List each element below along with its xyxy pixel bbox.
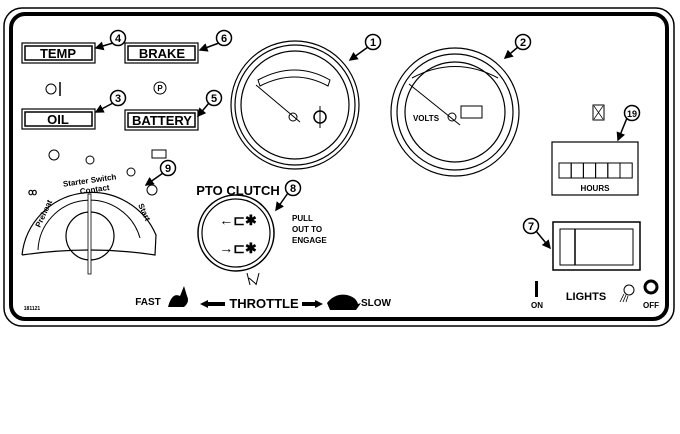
hour-digit-window bbox=[619, 162, 633, 179]
hour-digit-window bbox=[558, 162, 572, 179]
callout-7: 7 bbox=[522, 217, 551, 250]
voltmeter-gauge: VOLTS bbox=[390, 47, 520, 177]
off-label: OFF bbox=[643, 301, 659, 310]
on-label: ON bbox=[531, 301, 543, 310]
battery-label: BATTERY bbox=[132, 113, 192, 128]
figure-id: 181121 bbox=[24, 306, 41, 312]
oil-label: OIL bbox=[47, 112, 69, 127]
run-icon bbox=[126, 167, 136, 177]
pto-engage-icon: →⊏✱ bbox=[219, 240, 257, 256]
brake-indicator: BRAKE bbox=[124, 42, 199, 64]
lights-rocker-switch[interactable] bbox=[552, 221, 641, 271]
callout-number: 1 bbox=[370, 37, 376, 49]
pto-disengage-icon: ←⊏✱ bbox=[219, 212, 257, 228]
callout-5: 5 bbox=[197, 89, 223, 118]
callout-number: 19 bbox=[627, 109, 637, 119]
hours-label: HOURS bbox=[581, 184, 611, 193]
throttle-right-arrow bbox=[302, 300, 323, 308]
oil-pressure-icon bbox=[313, 106, 327, 128]
battery-indicator: BATTERY bbox=[124, 109, 199, 131]
engine-temp-icon bbox=[45, 82, 61, 96]
fast-label: FAST bbox=[135, 297, 161, 308]
callout-6: 6 bbox=[198, 29, 233, 52]
hourglass-icon bbox=[592, 104, 605, 121]
pto-instruction-3: ENGAGE bbox=[292, 236, 327, 245]
hour-digit-window bbox=[570, 162, 584, 179]
callout-number: 3 bbox=[115, 93, 121, 105]
pto-clutch-knob[interactable]: ←⊏✱ →⊏✱ bbox=[197, 194, 275, 272]
turtle-icon bbox=[327, 294, 361, 310]
start-label: Start bbox=[136, 202, 152, 223]
throttle-left-arrow bbox=[200, 300, 225, 308]
headlight-icon bbox=[619, 284, 635, 303]
lights-label: LIGHTS bbox=[566, 291, 606, 303]
pto-clutch-title: PTO CLUTCH bbox=[196, 183, 280, 198]
callout-number: 2 bbox=[520, 37, 526, 49]
svg-text:P: P bbox=[157, 84, 163, 93]
hour-meter: HOURS bbox=[551, 141, 639, 196]
callout-number: 4 bbox=[115, 33, 122, 45]
panel-outer-frame bbox=[3, 7, 675, 327]
brake-label: BRAKE bbox=[139, 46, 186, 61]
slow-label: SLOW bbox=[361, 298, 392, 309]
callout-1: 1 bbox=[348, 33, 382, 61]
hour-digit-window bbox=[582, 162, 597, 179]
rabbit-icon bbox=[168, 286, 188, 307]
pto-pull-mark bbox=[246, 272, 260, 286]
hour-digit-window bbox=[595, 162, 609, 179]
volts-label: VOLTS bbox=[413, 114, 440, 123]
panel-inner-frame bbox=[9, 12, 669, 321]
callout-8: 8 bbox=[275, 179, 302, 212]
fuel-icon bbox=[48, 149, 60, 161]
callout-number: 8 bbox=[290, 183, 296, 195]
callout-4: 4 bbox=[94, 29, 127, 51]
callout-3: 3 bbox=[94, 89, 127, 113]
key-switch[interactable]: Preheat Starter Switch Contact Start bbox=[21, 172, 157, 275]
battery-icon bbox=[460, 105, 483, 119]
key-slot bbox=[87, 193, 92, 275]
callout-2: 2 bbox=[503, 33, 532, 59]
callout-number: 9 bbox=[165, 163, 171, 175]
pto-instruction-2: OUT TO bbox=[292, 225, 322, 234]
pto-instruction-1: PULL bbox=[292, 214, 313, 223]
throttle-label: THROTTLE bbox=[229, 296, 299, 311]
preheat-label: Preheat bbox=[34, 198, 55, 229]
temp-label: TEMP bbox=[40, 46, 76, 61]
callout-9: 9 bbox=[144, 159, 177, 186]
battery-small-icon bbox=[151, 149, 167, 159]
start-icon bbox=[146, 184, 158, 196]
hour-digit-window bbox=[607, 162, 621, 179]
callout-number: 6 bbox=[221, 33, 227, 45]
callout-19: 19 bbox=[616, 104, 641, 142]
gauge-needle bbox=[255, 84, 301, 123]
parking-brake-icon: P bbox=[153, 81, 167, 95]
glow-plug-icon: ꝏ bbox=[28, 187, 37, 197]
oil-indicator: OIL bbox=[21, 108, 96, 130]
voltmeter-needle bbox=[408, 83, 461, 126]
contact-label: Contact bbox=[79, 183, 110, 196]
callout-number: 5 bbox=[211, 93, 217, 105]
engine-gauge bbox=[230, 40, 360, 170]
engine-icon bbox=[85, 155, 95, 165]
off-symbol bbox=[643, 279, 659, 295]
on-symbol bbox=[535, 281, 538, 297]
callout-number: 7 bbox=[528, 221, 534, 233]
temp-indicator: TEMP bbox=[21, 42, 96, 64]
